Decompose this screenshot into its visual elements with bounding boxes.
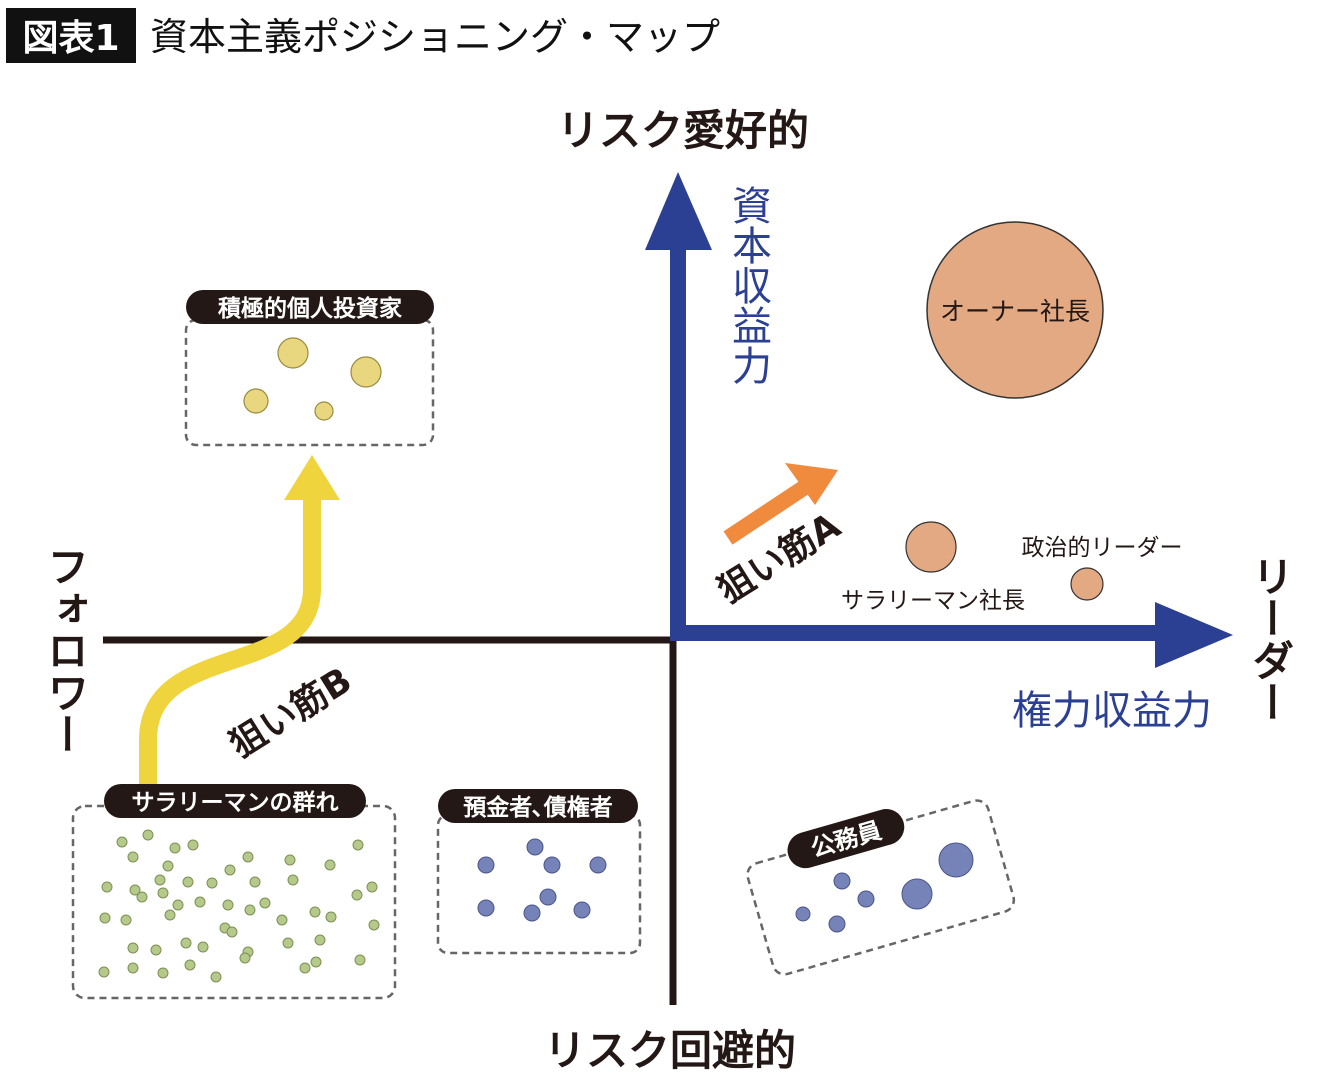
investors-box — [184, 318, 435, 447]
salaryman-dot — [172, 899, 184, 911]
axis-label-top: リスク愛好的 — [557, 106, 809, 155]
path-a-label: 狙い筋A — [711, 505, 848, 612]
salaryman-crowd-box — [71, 804, 397, 1000]
salaryman-dot — [136, 891, 148, 903]
salaryman-dot — [194, 896, 206, 908]
salaryman-dot — [184, 959, 196, 971]
axis-label-left: フォロワー — [41, 545, 90, 755]
salaryman-dot — [310, 956, 322, 968]
salaryman-dot — [182, 876, 194, 888]
salaryman-dot — [187, 839, 199, 851]
salaryman-dot — [101, 881, 113, 893]
blue-axes — [670, 250, 1160, 641]
depositors-box — [436, 813, 642, 955]
salaryman-dot — [224, 864, 236, 876]
salaryman-dot — [99, 912, 111, 924]
salaryman-dot — [242, 851, 254, 863]
salaryman-dot — [164, 909, 176, 921]
depositors-label: 預金者､債権者 — [463, 794, 613, 821]
path-b-arrowhead — [284, 455, 340, 500]
salaryman-crowd-pill — [104, 784, 366, 818]
axis-label-right: リーダー — [1246, 555, 1295, 723]
civil-servant-dots — [795, 842, 974, 933]
salaryman-dot — [206, 877, 218, 889]
salaryman-dot — [325, 911, 337, 923]
investors-pill — [186, 290, 434, 324]
salaryman-president-label: サラリーマン社長 — [841, 588, 1025, 614]
capital-return-label: 資本収益力 — [725, 185, 771, 385]
salaryman-dot — [351, 889, 363, 901]
salaryman-dot — [244, 904, 256, 916]
salaryman-dot — [120, 914, 132, 926]
figure-title: 資本主義ポジショニング・マップ — [150, 15, 720, 59]
salaryman-dot — [142, 829, 154, 841]
salaryman-dot — [129, 884, 141, 896]
path-b-arrow — [139, 495, 321, 785]
salaryman-dot — [157, 967, 169, 979]
salaryman-dot — [197, 941, 209, 953]
civil-servants-group: 公務員 — [746, 799, 1016, 976]
depositors-pill — [438, 789, 638, 823]
salaryman-dot — [282, 937, 294, 949]
salaryman-dot — [276, 914, 288, 926]
salaryman-dot — [150, 944, 162, 956]
salaryman-dot — [287, 874, 299, 886]
salaryman-dot — [249, 876, 261, 888]
salaryman-dot — [352, 839, 364, 851]
salaryman-dot — [368, 919, 380, 931]
owner-bubble — [926, 221, 1104, 399]
salaryman-dot — [154, 874, 166, 886]
path-a-arrowhead — [785, 463, 838, 505]
salaryman-dot — [284, 854, 296, 866]
depositor-dots — [477, 838, 607, 922]
salaryman-dot — [314, 934, 326, 946]
salaryman-dot — [210, 971, 222, 983]
salaryman-dot — [324, 859, 336, 871]
path-a-arrow — [723, 478, 813, 545]
salaryman-dot — [127, 851, 139, 863]
political-leader-bubble — [1070, 567, 1104, 601]
up-arrowhead — [645, 172, 712, 250]
salaryman-dot — [259, 897, 271, 909]
salaryman-dot — [98, 966, 110, 978]
axis-label-bottom: リスク回避的 — [544, 1026, 796, 1075]
salaryman-dot — [127, 962, 139, 974]
power-return-label: 権力収益力 — [1012, 688, 1212, 734]
civil-servants-pill — [787, 809, 905, 869]
political-leader-label: 政治的リーダー — [1022, 535, 1183, 561]
salaryman-dot — [309, 906, 321, 918]
right-arrowhead — [1155, 602, 1233, 668]
figure-badge-bg — [6, 8, 136, 63]
salaryman-dot — [299, 962, 311, 974]
investors-label: 積極的個人投資家 — [218, 295, 402, 322]
salaryman-dot — [222, 899, 234, 911]
salaryman-dot — [180, 937, 192, 949]
salaryman-dot — [116, 836, 128, 848]
salaryman-dot — [162, 860, 174, 872]
salaryman-dot — [169, 842, 181, 854]
salaryman-dot — [127, 942, 139, 954]
salaryman-dot — [157, 887, 169, 899]
salaryman-dot — [354, 954, 366, 966]
figure-badge: 図表1 — [22, 18, 119, 59]
salaryman-dots — [98, 829, 380, 983]
owner-label: オーナー社長 — [940, 297, 1090, 326]
investor-dots — [243, 337, 382, 421]
path-b-label: 狙い筋B — [222, 660, 359, 767]
salaryman-dot — [226, 926, 238, 938]
salaryman-crowd-label: サラリーマンの群れ — [132, 789, 339, 816]
salaryman-president-bubble — [905, 521, 957, 573]
salaryman-dot — [366, 881, 378, 893]
salaryman-dot — [239, 952, 251, 964]
